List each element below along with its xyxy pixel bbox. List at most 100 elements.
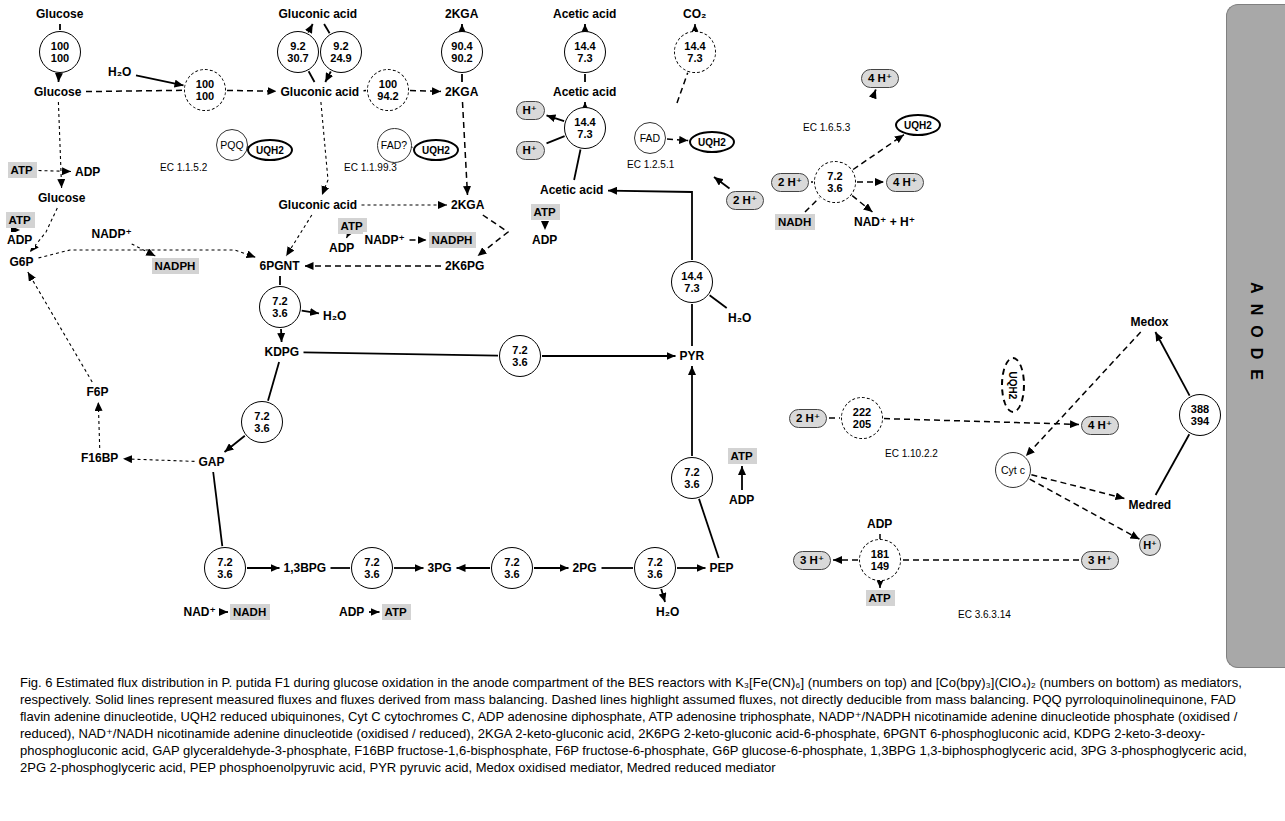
measured-flux-arrow <box>304 352 499 355</box>
proton-box: 3 H⁺ <box>1081 551 1119 570</box>
assumed-flux-arrow <box>227 90 277 92</box>
assumed-flux-arrow <box>853 135 904 170</box>
flux-value: 30.7 <box>287 52 308 65</box>
cofactor-name: ATP <box>869 592 891 604</box>
metabolite-name: CO₂ <box>683 7 706 21</box>
metabolite-label: 6PGNT <box>258 258 303 274</box>
assumed-flux-arrow <box>667 139 688 140</box>
proton-label: H⁺ <box>523 104 537 116</box>
flux-value: 222 <box>853 406 871 419</box>
proton-box: 2 H⁺ <box>771 173 809 192</box>
measured-flux-arrow <box>213 472 222 546</box>
proton-label: H⁺ <box>1143 539 1157 552</box>
assumed-flux-arrow <box>347 236 348 238</box>
ubiquinol-ellipse: UQH2 <box>247 139 293 161</box>
assumed-flux-arrow <box>28 272 92 382</box>
measured-flux-arrow <box>677 567 706 569</box>
ubiquinol-ellipse: UQH2 <box>413 139 459 161</box>
flux-value: 7.2 <box>827 170 842 183</box>
measured-flux-arrow <box>691 304 693 346</box>
flux-value: 7.2 <box>504 556 519 569</box>
enzyme-ec-number: EC 1.6.5.3 <box>803 122 850 134</box>
flux-value: 394 <box>1191 415 1209 428</box>
outer-membrane <box>0 47 1205 668</box>
metabolite-name: Acetic acid <box>553 7 616 21</box>
proton-box: 2 H⁺ <box>726 191 764 210</box>
cofactor-name: NADH <box>778 216 811 228</box>
metabolite-name: NAD⁺ + H⁺ <box>854 215 915 229</box>
proton-box: 3 H⁺ <box>793 551 831 570</box>
proton-box: H⁺ <box>516 101 545 120</box>
assumed-flux-arrow <box>286 215 312 256</box>
measured-flux-arrow <box>741 466 743 490</box>
metabolite-name: NADP⁺ <box>365 233 405 247</box>
metabolite-label: NADP⁺ <box>363 232 408 248</box>
flux-value: 7.2 <box>217 556 232 569</box>
measured-flux-arrow <box>325 72 331 83</box>
measured-flux-arrow <box>280 329 282 342</box>
metabolite-label: 2K6PG <box>443 258 487 274</box>
metabolite-name: F6P <box>87 385 109 399</box>
flux-circle: 90.490.2 <box>441 31 483 73</box>
enzyme-shape <box>157 116 246 176</box>
assumed-flux-arrow <box>1031 475 1124 499</box>
flux-value: 7.2 <box>647 556 662 569</box>
metabolite-label: G6P <box>8 254 37 270</box>
metabolite-label: 2KGA <box>443 6 481 22</box>
measured-flux-arrow <box>542 355 676 357</box>
assumed-flux-arrow <box>833 559 858 561</box>
cofactor-name: NADPH <box>432 234 473 246</box>
metabolite-name: PEP <box>710 561 734 575</box>
assumed-flux-circle: 222205 <box>841 397 883 439</box>
outer-membrane <box>0 57 1195 668</box>
assumed-flux-arrow <box>694 24 696 30</box>
metabolite-label: NAD⁺ <box>182 604 219 620</box>
enzyme-shape <box>787 103 940 157</box>
measured-flux-arrow <box>461 24 463 30</box>
flux-value: 7.3 <box>577 128 592 141</box>
inner-membrane <box>0 133 1008 668</box>
flux-circle: 7.23.6 <box>634 547 676 589</box>
metabolite-name: H₂O <box>728 311 751 325</box>
membrane-dots <box>0 47 1205 668</box>
flux-value: 7.3 <box>684 282 699 295</box>
metabolite-name: 2K6PG <box>445 259 484 273</box>
flux-circle: 100100 <box>39 31 81 73</box>
assumed-flux-arrow <box>857 181 884 183</box>
assumed-flux-arrow <box>132 244 156 256</box>
assumed-flux-arrow <box>463 102 468 195</box>
proton-label: 2 H⁺ <box>733 194 757 206</box>
metabolite-name: Acetic acid <box>540 183 603 197</box>
flux-circle: 7.23.6 <box>499 335 541 377</box>
cofactor-name: ATP <box>341 220 363 232</box>
metabolite-name: ADP <box>329 241 354 255</box>
metabolite-label: Glucose <box>32 84 84 100</box>
proton-label: 4 H⁺ <box>868 72 892 84</box>
flux-value: 7.2 <box>254 410 269 423</box>
flux-value: 94.2 <box>377 90 398 103</box>
cofactor-box: ATP <box>728 448 757 464</box>
ubiquinol-ellipse: UQH2 <box>1001 357 1025 413</box>
assumed-flux-arrow <box>364 90 367 92</box>
metabolite-label: Acetic acid <box>551 84 619 100</box>
measured-flux-arrow <box>608 191 692 260</box>
metabolite-label: Gluconic acid <box>279 84 362 100</box>
measured-flux-arrow <box>136 75 184 85</box>
anode-bar: ANODE <box>1226 4 1285 668</box>
cofactor-name: NADH <box>233 606 266 618</box>
measured-flux-arrow <box>58 74 60 82</box>
metabolite-name: PYR <box>680 349 705 363</box>
metabolite-name: ADP <box>75 165 100 179</box>
metabolite-name: H₂O <box>108 65 131 79</box>
metabolite-name: H₂O <box>656 605 679 619</box>
flux-circle: 9.224.9 <box>320 31 362 73</box>
figure-caption: Fig. 6 Estimated flux distribution in P.… <box>20 674 1265 776</box>
metabolite-name: Medox <box>1131 315 1169 329</box>
cofactor-box: ATP <box>8 162 37 178</box>
assumed-flux-circle: 181149 <box>859 539 901 581</box>
metabolite-name: F16BP <box>81 451 118 465</box>
proton-label: 3 H⁺ <box>1088 554 1112 566</box>
metabolite-name: Gluconic acid <box>279 7 358 21</box>
metabolite-name: 2KGA <box>451 198 484 212</box>
metabolite-label: ADP <box>530 232 560 248</box>
